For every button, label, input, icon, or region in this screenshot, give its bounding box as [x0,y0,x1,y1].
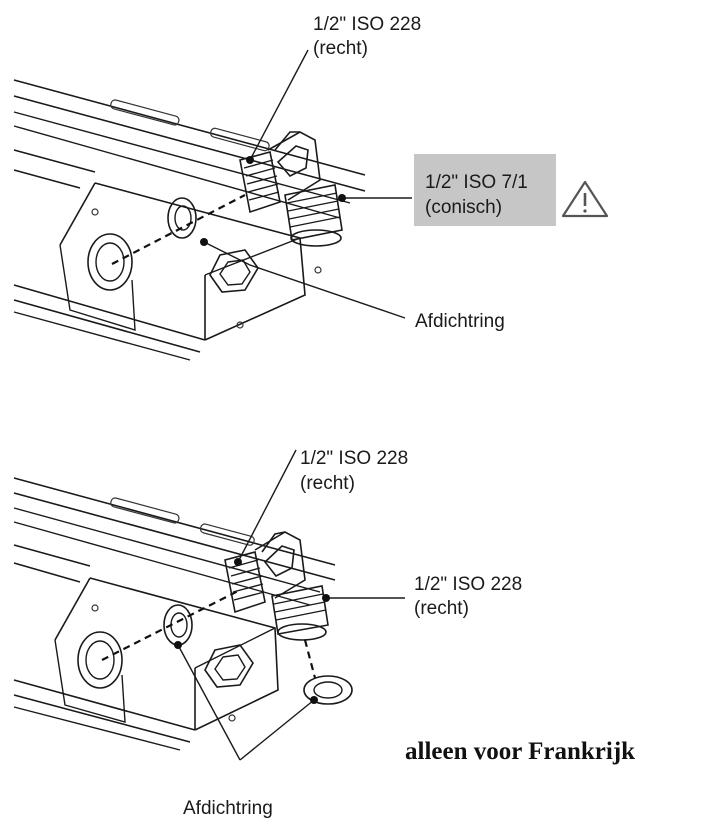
leaders-top [200,49,412,319]
warning-triangle-icon [561,180,609,218]
axis-dashed-vertical [303,639,317,679]
top-diagram: 1/2" ISO 228 (recht) 1/2" ISO 7/1 (conis… [13,14,609,361]
label-seal-top: Afdichtring [415,311,505,332]
axis-dashed-bottom [101,589,241,661]
washer-bottom-left [163,604,193,646]
axis-dashed-top [111,194,246,265]
housing-box-top [13,182,322,361]
elbow-fitting-bottom [224,531,329,641]
bottom-diagram: 1/2" ISO 228 (recht) 1/2" ISO 228 (recht… [13,448,635,819]
label-outlet-thread-bottom: 1/2" ISO 228 (recht) [414,574,527,619]
housing-box-bottom [13,577,279,751]
washer-top [167,197,197,239]
label-outlet-thread-top: 1/2" ISO 7/1 (conisch) [425,172,533,218]
highlight-box [414,154,556,226]
washer-bottom-right [303,675,353,705]
elbow-fitting-top [239,131,343,247]
housing-rails-bottom [13,477,336,606]
note-france-only: alleen voor Frankrijk [405,738,635,765]
label-pipe-thread-top: 1/2" ISO 228 (recht) [313,14,426,59]
label-seal-bottom: Afdichtring [183,798,273,819]
leaders-bottom [174,449,405,761]
label-pipe-thread-bottom: 1/2" ISO 228 (recht) [300,448,413,494]
